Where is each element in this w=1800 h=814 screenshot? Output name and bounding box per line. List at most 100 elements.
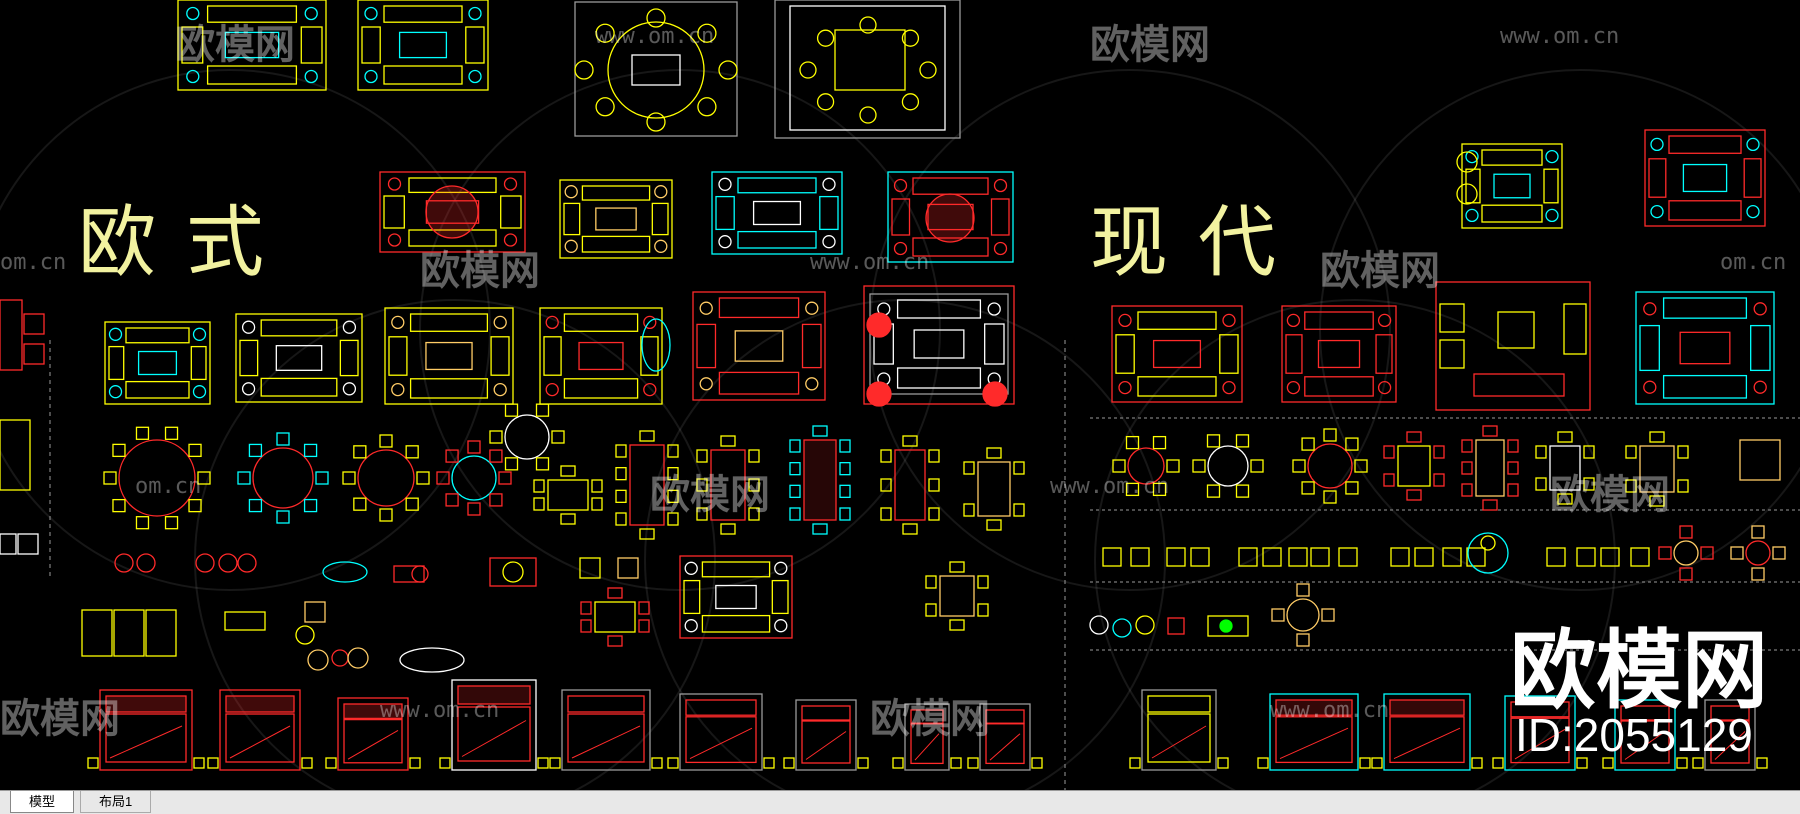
watermark-arc — [1319, 69, 1800, 591]
cad-shape — [1393, 727, 1461, 760]
cad-shape — [701, 614, 771, 633]
cad-shape — [439, 757, 451, 769]
cad-shape — [979, 703, 1031, 771]
cad-shape — [1563, 303, 1587, 355]
cad-shape — [1206, 484, 1221, 498]
cad-shape — [748, 507, 760, 521]
drawing-canvas[interactable]: 欧式 现代 欧模网 欧模网 欧模网 欧模网 欧模网 欧模网 欧模网 欧模网 ww… — [0, 0, 1800, 790]
cad-shape — [1442, 547, 1462, 567]
cad-shape — [104, 321, 211, 405]
cad-shape — [857, 757, 869, 769]
cad-shape — [1286, 380, 1301, 395]
cad-shape — [1137, 376, 1217, 397]
cad-shape — [563, 202, 581, 236]
cad-shape — [1662, 374, 1748, 399]
cad-shape — [581, 235, 651, 253]
cad-shape — [561, 689, 651, 771]
cad-shape — [108, 385, 123, 399]
cad-shape — [23, 343, 45, 365]
cad-shape — [718, 60, 738, 80]
cad-shape — [1497, 311, 1535, 349]
cad-shape — [869, 293, 1009, 395]
cad-shape — [1668, 135, 1742, 154]
cad-shape — [963, 503, 975, 517]
cad-shape — [696, 507, 708, 521]
cad-shape — [697, 97, 717, 117]
cad-shape — [445, 449, 459, 463]
cad-shape — [985, 723, 1025, 765]
cad-shape — [465, 26, 485, 64]
cad-shape — [1456, 183, 1478, 205]
cad-shape — [383, 5, 463, 23]
watermark-brand: 欧模网 — [1090, 23, 1210, 67]
cad-shape — [357, 0, 489, 91]
cad-shape — [763, 757, 775, 769]
cad-shape — [1461, 439, 1473, 453]
watermark-url: www.om.cn — [1500, 24, 1620, 49]
cad-shape — [1275, 699, 1353, 716]
cad-shape — [1510, 701, 1570, 718]
cad-shape — [1745, 540, 1771, 566]
cad-shape — [697, 23, 717, 43]
cad-shape — [1190, 547, 1210, 567]
cad-shape — [357, 449, 415, 507]
cad-shape — [984, 323, 1005, 365]
cad-shape — [502, 561, 524, 583]
cad-shape — [1323, 490, 1337, 504]
cad-shape — [1649, 495, 1665, 507]
cad-shape — [425, 341, 473, 371]
cad-shape — [718, 371, 800, 395]
cad-shape — [987, 302, 1001, 316]
cad-shape — [1772, 546, 1786, 560]
cad-shape — [581, 185, 651, 201]
cad-shape — [1648, 158, 1667, 198]
cad-shape — [1406, 431, 1422, 443]
cad-shape — [771, 579, 789, 615]
cad-shape — [1118, 380, 1132, 395]
cad-shape — [1583, 445, 1595, 459]
cad-shape — [388, 336, 408, 376]
cad-shape — [1235, 484, 1250, 498]
cad-shape — [1279, 727, 1349, 760]
cad-shape — [235, 313, 363, 403]
cad-shape — [718, 177, 732, 191]
cad-shape — [822, 177, 836, 191]
cad-shape — [805, 731, 847, 760]
cad-shape — [1167, 617, 1185, 635]
cad-shape — [816, 29, 835, 47]
cad-shape — [1649, 431, 1665, 443]
cad-shape — [1465, 208, 1479, 223]
cad-shape — [1433, 473, 1445, 487]
cad-shape — [646, 112, 666, 132]
cad-shape — [1207, 445, 1249, 487]
cad-shape — [715, 195, 735, 231]
cad-shape — [1115, 334, 1135, 374]
tab-layout1[interactable]: 布局1 — [80, 791, 152, 813]
cad-shape — [580, 619, 592, 633]
cad-shape — [498, 471, 512, 485]
cad-shape — [145, 609, 177, 657]
watermark-url: www.om.cn — [595, 24, 715, 49]
section-title-modern: 现代 — [1090, 198, 1307, 288]
cad-shape — [219, 689, 301, 771]
cad-shape — [237, 471, 251, 485]
cad-shape — [1614, 699, 1676, 771]
cad-shape — [822, 235, 836, 249]
cad-shape — [1679, 567, 1693, 581]
cad-shape — [188, 443, 202, 458]
cad-shape — [248, 498, 263, 513]
cad-shape — [1692, 757, 1704, 769]
cad-shape — [913, 329, 965, 359]
cad-shape — [993, 241, 1008, 256]
cad-shape — [1639, 445, 1675, 493]
cad-shape — [347, 729, 399, 760]
cad-shape — [1456, 151, 1478, 173]
cad-shape — [1354, 459, 1368, 473]
tab-model[interactable]: 模型 — [10, 791, 75, 813]
cad-shape — [186, 6, 200, 21]
cad-shape — [500, 195, 522, 229]
cad-shape — [789, 484, 801, 498]
cad-shape — [834, 29, 906, 91]
cad-shape — [789, 439, 801, 453]
cad-shape — [206, 5, 298, 23]
